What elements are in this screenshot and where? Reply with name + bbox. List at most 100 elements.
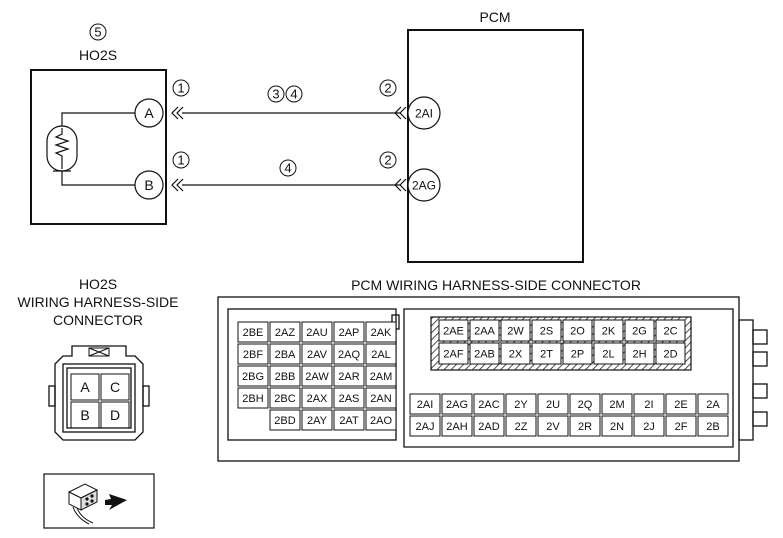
sensor-terminal-a — [134, 98, 164, 128]
pcm-right-bottom-cavity — [569, 415, 601, 437]
pcm-right-bottom-cavity — [505, 415, 537, 437]
pcm-left-pin-label: 2BF — [243, 349, 263, 361]
pcm-title: PCM — [479, 9, 510, 25]
pcm-left-cavity — [301, 343, 333, 365]
pcm-right-top-pin-label: 2D — [663, 349, 677, 361]
pcm-right-top-pin-label: 2T — [540, 349, 553, 361]
pcm-right-bottom-cavity — [569, 393, 601, 415]
pcm-right-top-pin-label: 2S — [540, 326, 553, 338]
pcm-connector-title: PCM WIRING HARNESS-SIDE CONNECTOR — [351, 277, 641, 293]
wire-a-left-marker: 1 — [177, 81, 184, 96]
pcm-left-cavity — [301, 365, 333, 387]
pcm-right-bottom-cavity — [409, 415, 441, 437]
pcm-left-cavity — [365, 321, 397, 343]
pcm-right-bottom-cavity — [473, 415, 505, 437]
pcm-left-cavity — [269, 409, 301, 431]
pcm-right-top-cavity — [562, 342, 593, 365]
sensor-marker-circle — [89, 23, 107, 41]
pcm-right-bottom-pin-label: 2U — [546, 399, 560, 411]
pcm-right-bottom-pin-label: 2F — [675, 421, 688, 433]
pcm-left-pin-label: 2BA — [275, 349, 296, 361]
pcm-right-bottom-cavity — [665, 415, 697, 437]
pcm-right-bottom-cavity — [441, 393, 473, 415]
pcm-right-top-cavity — [624, 342, 655, 365]
pcm-right-bottom-pin-label: 2I — [644, 399, 653, 411]
pcm-right-bottom-pin-label: 2AI — [417, 399, 434, 411]
pcm-right-top-cavity — [531, 319, 562, 342]
pcm-left-pin-label: 2BC — [274, 393, 295, 405]
ho2s-connector-cavities — [70, 373, 130, 429]
pcm-right-bottom-cavity — [473, 393, 505, 415]
pcm-left-cavity — [237, 321, 269, 343]
pcm-right-top-pin-label: 2L — [602, 349, 614, 361]
pcm-right-top-pin-label: 2C — [663, 326, 677, 338]
pcm-right-top-cavity — [593, 319, 624, 342]
pcm-right-bottom-pin-label: 2M — [609, 399, 624, 411]
pcm-left-cavity — [333, 387, 365, 409]
latch-icon — [88, 347, 110, 357]
pcm-left-pin-label: 2AP — [339, 327, 360, 339]
pcm-terminal-2ai-label: 2AI — [415, 107, 433, 121]
pcm-right-top-cavity — [500, 342, 531, 365]
pcm-right-bottom-pin-label: 2AH — [446, 421, 467, 433]
pcm-right-bottom-pin-label: 2AJ — [416, 421, 435, 433]
pcm-right-bottom-pin-label: 2V — [546, 421, 560, 433]
pcm-left-cavity — [237, 387, 269, 409]
pcm-right-bottom-pin-label: 2B — [706, 421, 719, 433]
pcm-left-cavity — [269, 343, 301, 365]
pcm-left-pin-label: 2AL — [371, 349, 391, 361]
pcm-left-cavity — [301, 321, 333, 343]
pcm-right-bottom-cavity — [665, 393, 697, 415]
pcm-left-pin-label: 2AY — [307, 415, 328, 427]
pcm-left-pin-label: 2AR — [338, 371, 359, 383]
pcm-right-bottom-cavity — [601, 393, 633, 415]
sensor-terminal-a-label: A — [144, 105, 154, 121]
pcm-right-bottom-pin-label: 2Y — [514, 399, 528, 411]
view-direction-icon — [67, 483, 127, 525]
pcm-left-pin-label: 2AU — [306, 327, 327, 339]
pcm-left-cavity — [269, 365, 301, 387]
pcm-left-cavity — [365, 387, 397, 409]
pcm-right-top-cavity — [438, 342, 469, 365]
ho2s-pin-d: D — [110, 407, 120, 423]
pcm-terminal-2ag-label: 2AG — [412, 179, 436, 193]
sensor-box — [30, 69, 167, 225]
marker-circle — [285, 85, 303, 103]
pcm-right-top-pin-label: 2H — [632, 349, 646, 361]
wire-a-right-marker: 2 — [384, 81, 391, 96]
pcm-right-top-cavity — [500, 319, 531, 342]
pcm-right-bottom-pin-label: 2R — [578, 421, 592, 433]
pcm-left-pin-label: 2BH — [242, 393, 263, 405]
pcm-right-bottom-cavity — [601, 415, 633, 437]
pcm-right-top-pin-label: 2AB — [474, 349, 495, 361]
pcm-left-cavity — [301, 387, 333, 409]
pcm-right-top-pin-label: 2K — [602, 326, 616, 338]
pcm-right-top-pin-label: 2AE — [443, 326, 464, 338]
wire-b-right-marker: 2 — [384, 153, 391, 168]
pcm-left-pin-label: 2AZ — [275, 327, 295, 339]
marker-circle — [379, 79, 397, 97]
marker-circle — [172, 79, 190, 97]
pcm-left-pin-label: 2AO — [370, 415, 392, 427]
pcm-terminal-2ag — [407, 168, 441, 202]
pcm-right-bottom-cavity — [409, 393, 441, 415]
pcm-right-top-pin-label: 2X — [509, 349, 523, 361]
pcm-right-top-pin-label: 2O — [570, 326, 585, 338]
pcm-right-top-cavity — [438, 319, 469, 342]
pcm-left-pin-label: 2AV — [307, 349, 328, 361]
ho2s-connector-title-3: CONNECTOR — [53, 312, 143, 328]
pcm-box — [407, 29, 584, 263]
pcm-left-cavity — [269, 387, 301, 409]
pcm-left-cavity — [333, 321, 365, 343]
pcm-left-cavity — [301, 409, 333, 431]
pcm-right-top-cavity — [655, 342, 686, 365]
pcm-right-bottom-cavity — [697, 393, 729, 415]
pcm-right-top-cavity — [655, 319, 686, 342]
pcm-left-cavity — [333, 343, 365, 365]
pcm-right-bottom-cavity — [697, 415, 729, 437]
pcm-left-pin-label: 2BB — [275, 371, 296, 383]
pcm-left-pin-label: 2AW — [305, 371, 329, 383]
wire-a-marker-1: 3 — [272, 87, 279, 102]
